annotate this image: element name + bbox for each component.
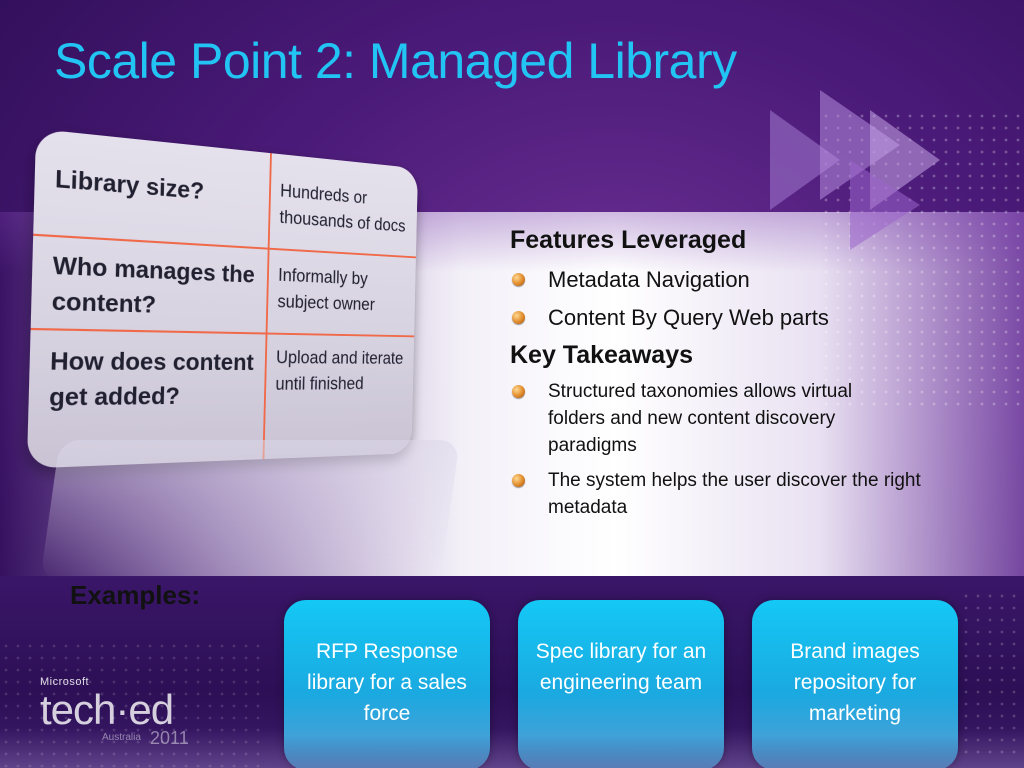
row-divider bbox=[30, 327, 415, 338]
teched-logo: Microsoft tech·ed Australia 2011 bbox=[40, 676, 189, 748]
answer-who-manages: Informally by subject owner bbox=[277, 264, 375, 315]
dot-pattern-bottom-left bbox=[0, 640, 260, 768]
list-item-text: Structured taxonomies allows virtual fol… bbox=[548, 381, 853, 456]
question-card: Library size? Hundreds or thousands of d… bbox=[26, 128, 418, 469]
list-item: Structured taxonomies allows virtual fol… bbox=[510, 378, 970, 459]
content-panel: Features Leveraged Metadata Navigation C… bbox=[510, 226, 970, 529]
list-item: The system helps the user discover the r… bbox=[510, 467, 970, 521]
features-heading: Features Leveraged bbox=[510, 226, 747, 254]
card-reflection bbox=[40, 440, 460, 580]
example-box-spec: Spec library for an engineering team bbox=[518, 600, 724, 768]
logo-year: 2011 bbox=[150, 728, 189, 748]
question-who-manages: Who manages the content? bbox=[51, 251, 256, 318]
examples-label: Examples: bbox=[70, 580, 201, 610]
list-item-text: The system helps the user discover the r… bbox=[548, 470, 921, 518]
bullet-icon bbox=[512, 474, 525, 487]
list-item: Metadata Navigation bbox=[510, 261, 970, 299]
bullet-icon bbox=[512, 273, 525, 286]
takeaways-list: Structured taxonomies allows virtual fol… bbox=[510, 378, 970, 521]
example-box-brand: Brand images repository for marketing bbox=[752, 600, 958, 768]
list-item-text: Metadata Navigation bbox=[548, 267, 750, 292]
dot-pattern-bottom-right bbox=[960, 590, 1024, 760]
answer-how-added: Upload and iterate until finished bbox=[275, 347, 404, 394]
logo-region: Australia bbox=[102, 732, 141, 743]
question-how-added: How does content get added? bbox=[48, 346, 255, 412]
list-item: Content By Query Web parts bbox=[510, 299, 970, 337]
takeaways-heading: Key Takeaways bbox=[510, 341, 693, 369]
logo-company: Microsoft bbox=[40, 676, 90, 688]
logo-brand: tech·ed bbox=[40, 686, 174, 733]
example-box-rfp: RFP Response library for a sales force bbox=[284, 600, 490, 768]
answer-library-size: Hundreds or thousands of docs bbox=[279, 180, 406, 236]
question-card-wrap: Library size? Hundreds or thousands of d… bbox=[20, 128, 460, 480]
triangle-arrows-decoration bbox=[770, 90, 940, 250]
bullet-icon bbox=[512, 385, 525, 398]
features-list: Metadata Navigation Content By Query Web… bbox=[510, 261, 970, 337]
slide-title: Scale Point 2: Managed Library bbox=[54, 33, 737, 89]
column-divider bbox=[262, 153, 272, 460]
list-item-text: Content By Query Web parts bbox=[548, 305, 829, 330]
question-library-size: Library size? bbox=[54, 164, 205, 205]
bullet-icon bbox=[512, 311, 525, 324]
